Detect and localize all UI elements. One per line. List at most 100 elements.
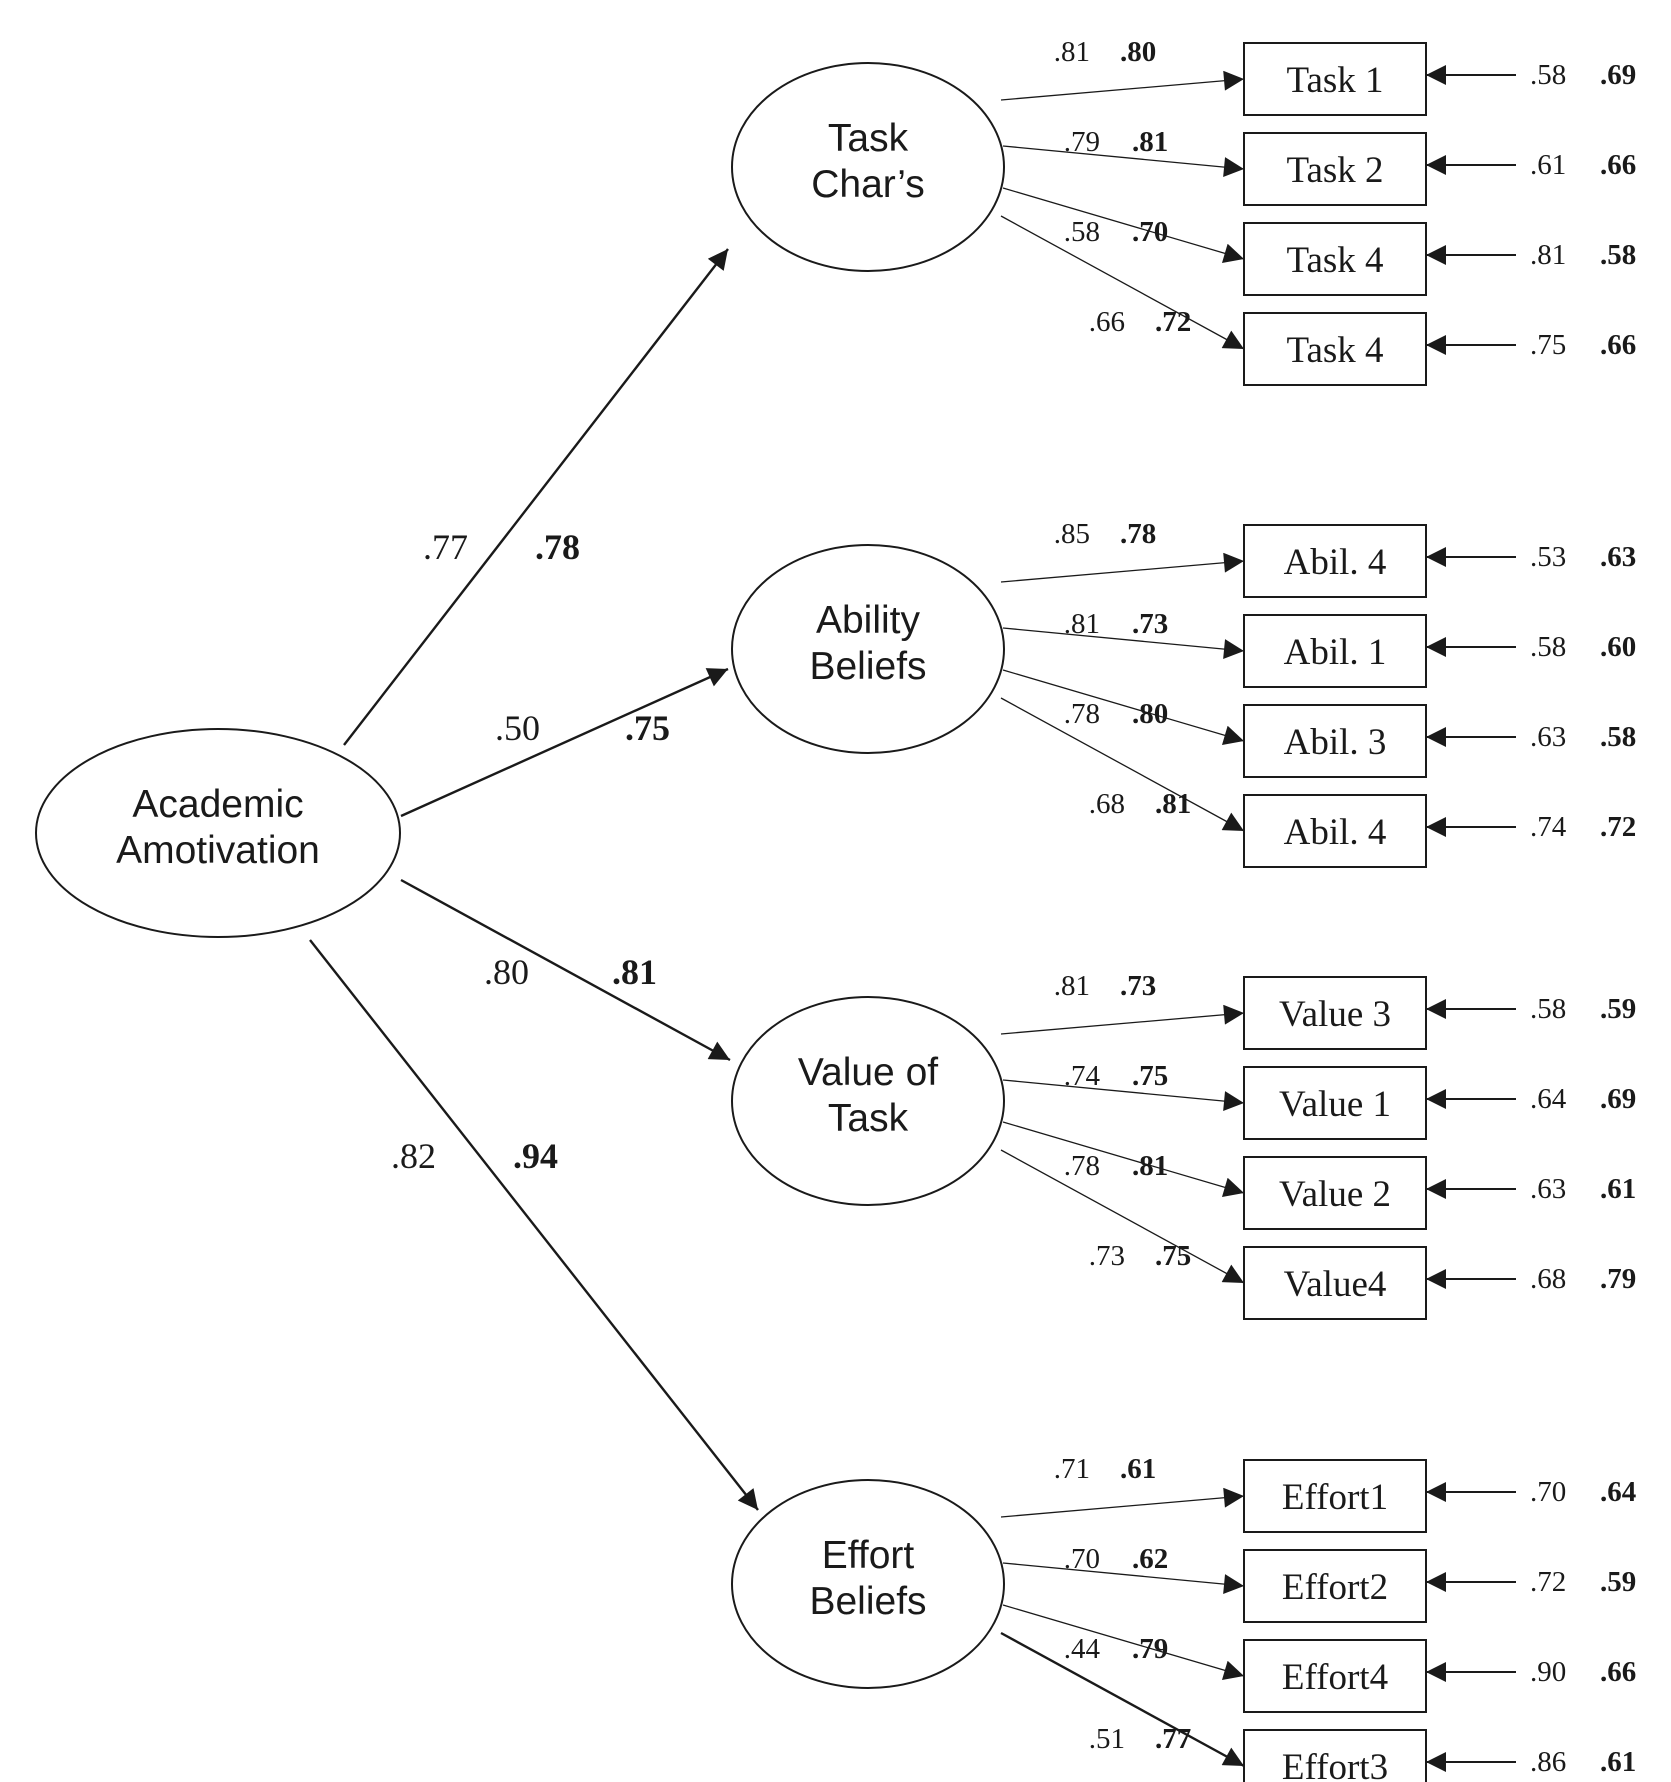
latent-label-line: Effort [822,1534,915,1577]
error-coef: .75 [1530,329,1566,361]
structural-coef-bold: .75 [625,708,670,748]
indicator-rect [1243,1459,1427,1533]
indicator-rect [1243,1549,1427,1623]
latent-label-line: Academic [132,783,303,826]
indicator-box: Value 2 [1243,1156,1427,1230]
error-coef: .72 [1530,1566,1566,1598]
indicator-box: Abil. 3 [1243,704,1427,778]
error-coef: .58 [1530,993,1566,1025]
loading-coef-bold: .75 [1155,1240,1191,1272]
loading-coef-bold: .77 [1155,1723,1191,1755]
loading-arrow [1000,552,1245,583]
error-coef: .68 [1530,1263,1566,1295]
error-coef: .61 [1530,149,1566,181]
loading-coef-bold: .81 [1132,1150,1168,1182]
error-coef: .58 [1530,631,1566,663]
latent-label-line: Amotivation [116,829,320,872]
loading-coef: .70 [1064,1543,1100,1575]
indicator-rect [1243,1729,1427,1782]
latent-ellipse [731,996,1005,1206]
indicator-label: Abil. 4 [1284,812,1387,853]
indicator-rect [1243,1156,1427,1230]
indicator-box: Value 1 [1243,1066,1427,1140]
loading-coef: .81 [1054,36,1090,68]
indicator-label: Effort4 [1282,1657,1388,1698]
loading-coef: .68 [1089,788,1125,820]
loading-arrow [1002,1079,1245,1112]
error-coef-bold: .69 [1600,59,1636,91]
loading-coef-bold: .80 [1120,36,1156,68]
structural-coef-bold: .78 [535,527,580,567]
latent-label-line: Task [828,117,909,160]
loading-arrow [1000,1487,1245,1518]
indicator-box: Effort3 [1243,1729,1427,1782]
latent-label-line: Beliefs [809,1580,926,1623]
loading-coef-bold: .78 [1120,518,1156,550]
indicator-box: Value 3 [1243,976,1427,1050]
error-coef-bold: .66 [1600,1656,1636,1688]
loading-coef: .78 [1064,698,1100,730]
latent-ellipse [35,728,401,938]
structural-path-arrow [400,667,729,818]
error-coef-bold: .59 [1600,993,1636,1025]
structural-coef: .77 [423,527,468,567]
error-coef: .63 [1530,1173,1566,1205]
indicator-box: Value4 [1243,1246,1427,1320]
latent-label-line: Value of [798,1051,938,1094]
indicator-rect [1243,976,1427,1050]
indicator-rect [1243,794,1427,868]
loading-coef: .81 [1054,970,1090,1002]
error-coef-bold: .66 [1600,329,1636,361]
loading-arrow [1000,1149,1245,1284]
indicator-label: Value 1 [1279,1084,1391,1125]
loading-arrow [1002,1562,1245,1595]
loading-arrow [1000,1631,1245,1768]
indicator-rect [1243,132,1427,206]
latent-ellipse [731,62,1005,272]
indicator-box: Effort1 [1243,1459,1427,1533]
loading-coef-bold: .70 [1132,216,1168,248]
indicator-rect [1243,1246,1427,1320]
loading-coef-bold: .80 [1132,698,1168,730]
indicator-label: Task 2 [1286,150,1383,191]
loading-coef-bold: .75 [1132,1060,1168,1092]
error-coef: .58 [1530,59,1566,91]
indicator-box: Task 2 [1243,132,1427,206]
loading-arrow [1000,697,1245,832]
loading-coef-bold: .73 [1132,608,1168,640]
loading-coef-bold: .61 [1120,1453,1156,1485]
indicator-label: Abil. 3 [1284,722,1387,763]
latent-label-line: Char’s [811,163,924,206]
latent-label-line: Ability [816,599,921,642]
loading-coef: .78 [1064,1150,1100,1182]
error-coef: .90 [1530,1656,1566,1688]
indicator-box: Abil. 4 [1243,794,1427,868]
error-coef: .64 [1530,1083,1567,1115]
indicator-rect [1243,1639,1427,1713]
indicator-rect [1243,222,1427,296]
structural-coef-bold: .94 [513,1136,558,1176]
error-coef-bold: .66 [1600,149,1636,181]
latent-ellipse [731,1479,1005,1689]
structural-coef-bold: .81 [612,952,657,992]
error-coef: .81 [1530,239,1566,271]
loading-coef: .79 [1064,126,1100,158]
latent-label-line: Task [828,1097,909,1140]
loading-arrow [1002,145,1245,178]
indicator-label: Effort2 [1282,1567,1388,1608]
indicator-label: Value 3 [1279,994,1391,1035]
loading-coef-bold: .73 [1120,970,1156,1002]
error-coef-bold: .60 [1600,631,1636,663]
error-coef-bold: .59 [1600,1566,1636,1598]
loading-coef: .71 [1054,1453,1090,1485]
indicator-rect [1243,1066,1427,1140]
structural-coef: .80 [484,952,529,992]
indicator-rect [1243,704,1427,778]
error-coef-bold: .61 [1600,1173,1636,1205]
loading-arrow [1002,627,1245,660]
indicator-box: Task 4 [1243,222,1427,296]
indicator-rect [1243,524,1427,598]
indicator-label: Abil. 1 [1284,632,1387,673]
error-coef: .53 [1530,541,1566,573]
